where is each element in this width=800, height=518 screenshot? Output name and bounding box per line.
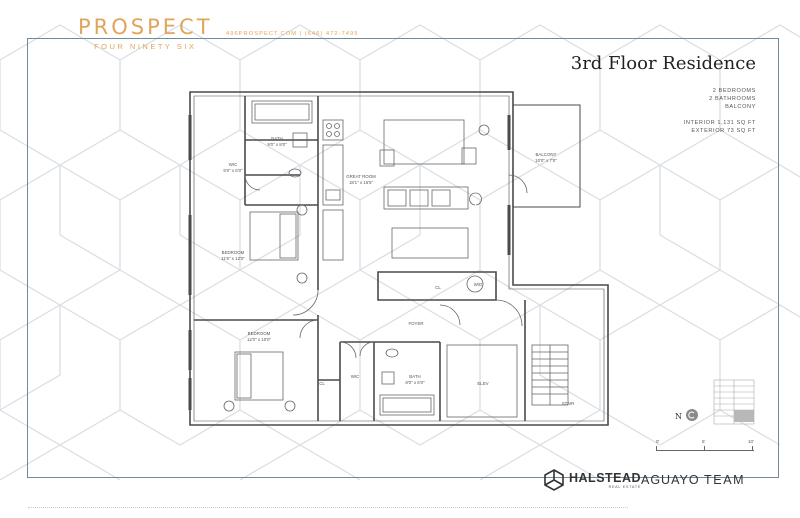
brand-subtitle: FOUR NINETY SIX — [94, 42, 197, 51]
room-label: BALCONY — [536, 152, 557, 157]
team-text: TEAM — [704, 473, 746, 487]
room-label: BATH — [409, 374, 420, 379]
room-label: BATH — [271, 136, 282, 141]
aguayo-text: AGUAYO — [641, 473, 700, 487]
aguayo-team-logo: AGUAYO TEAM — [641, 473, 745, 487]
halstead-logo: HALSTEAD REAL ESTATE — [543, 469, 641, 491]
scale-label: 0' — [656, 439, 660, 444]
room-label: W/D — [474, 282, 483, 287]
compass-icon — [686, 409, 698, 421]
room-size: 11'6" x 12'0" — [221, 256, 245, 261]
halstead-name: HALSTEAD — [569, 470, 642, 485]
room-label: CL — [319, 381, 325, 386]
contact-line: 496PROSPECT.COM | (646) 472-7495 — [226, 31, 359, 37]
unit-specs: 2 BEDROOMS 2 BATHROOMS BALCONY INTERIOR … — [684, 87, 756, 135]
scale-bar: 0' 5' 10' — [656, 438, 754, 451]
room-label: ELEV — [477, 381, 488, 386]
room-size: 8'0" x 6'0" — [405, 380, 425, 385]
room-label: BEDROOM — [222, 250, 245, 255]
room-size: 10'0" x 7'0" — [535, 158, 557, 163]
spec-bathrooms: 2 BATHROOMS — [709, 96, 756, 103]
disclaimer-line — [28, 507, 628, 512]
room-label: STAIR — [562, 401, 575, 406]
spec-bedrooms: 2 BEDROOMS — [712, 88, 756, 94]
halstead-sub: REAL ESTATE — [608, 484, 642, 489]
room-label: WIC — [229, 162, 238, 167]
room-label: BEDROOM — [248, 331, 271, 336]
scale-label: 10' — [748, 439, 754, 444]
spec-exterior-area: EXTERIOR 73 SQ FT — [691, 127, 756, 134]
halstead-mark-icon — [544, 469, 564, 491]
spec-interior-area: INTERIOR 1,131 SQ FT — [683, 119, 756, 126]
room-label: CL — [435, 285, 441, 290]
scale-labels: 0' 5' 10' — [656, 438, 754, 446]
room-size: 18'1" x 16'5" — [349, 180, 374, 185]
key-plan — [713, 379, 755, 425]
room-size: 12'0" x 10'0" — [247, 337, 272, 342]
room-label: GREAT ROOM — [346, 174, 376, 179]
page-title: 3rd Floor Residence — [570, 53, 756, 74]
room-label: WIC — [351, 374, 360, 379]
scale-line — [656, 446, 754, 451]
room-size: 5'0" x 5'0" — [223, 168, 243, 173]
room-label: FOYER — [408, 321, 423, 326]
north-label: N — [675, 412, 682, 421]
frame-border — [27, 38, 779, 478]
scale-label: 5' — [702, 439, 706, 444]
spec-balcony: BALCONY — [725, 104, 756, 111]
room-size: 9'0" x 8'0" — [267, 142, 287, 147]
brand-title: PROSPECT — [78, 15, 213, 39]
brand-logo: PROSPECT FOUR NINETY SIX — [78, 16, 213, 51]
